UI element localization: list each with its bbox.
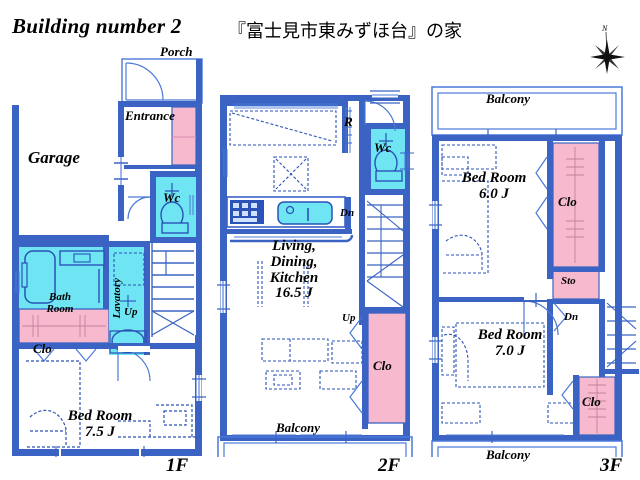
floor-plan-2f: R Wc Dn Up Living, Dining, Kitchen 16.5 … xyxy=(216,45,424,457)
page-title: Building number 2 xyxy=(12,14,182,38)
floor-label-2f: 2F xyxy=(378,455,401,476)
compass-rose: N xyxy=(580,24,636,86)
floor-label-3f: 3F xyxy=(600,455,623,476)
page-subtitle: 『富士見市東みずほ台』の家 xyxy=(228,21,462,42)
compass-north-label: N xyxy=(602,24,608,33)
floor-label-1f: 1F xyxy=(166,455,189,476)
